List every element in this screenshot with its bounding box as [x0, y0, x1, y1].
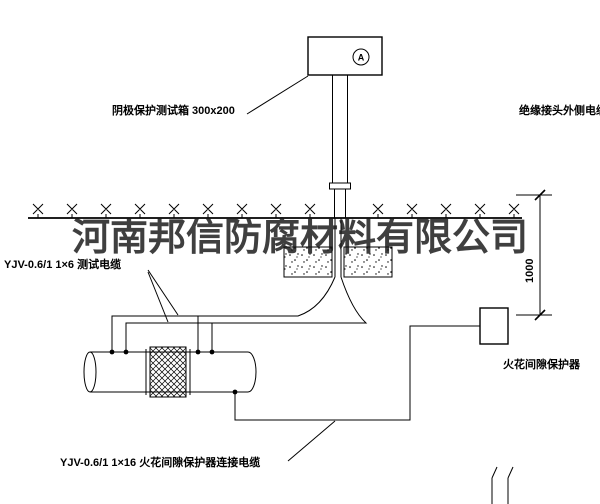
ground-hatch-marks — [32, 203, 520, 218]
test-box: A — [307, 36, 383, 76]
insulating-joint — [149, 346, 187, 398]
company-watermark: 河南邦信防腐材料有限公司 — [71, 217, 529, 259]
foundation-block-right — [343, 246, 393, 278]
protector-connection-cable — [232, 325, 480, 421]
conduit-post — [329, 75, 351, 277]
label-test-box: 阴极保护测试箱 300x200 — [112, 105, 235, 117]
dimension-line-1000 — [516, 189, 552, 321]
leader-test-cable-2 — [147, 271, 169, 323]
ammeter-symbol: A — [352, 48, 370, 66]
ammeter-letter: A — [358, 53, 365, 63]
leader-test-box — [246, 75, 309, 115]
cable-weld-dots — [109, 349, 215, 355]
leader-lines — [147, 75, 336, 462]
pipe-end-cap — [83, 351, 97, 393]
pipe-end-arc — [247, 351, 257, 393]
dimension-text-1000: 1000 — [524, 258, 536, 283]
leader-test-cable-1 — [147, 269, 179, 316]
test-cables — [109, 276, 368, 355]
leader-protector-cable — [287, 420, 336, 462]
concrete-foundations — [283, 246, 393, 278]
label-test-cable: YJV-0.6/1 1×6 测试电缆 — [4, 259, 122, 271]
label-insulated-joint-cable: 绝缘接头外侧电缆 — [519, 105, 600, 117]
pipe-riser-break-symbol — [491, 466, 514, 504]
label-spark-gap-protector: 火花间隙保护器 — [503, 359, 580, 371]
label-protector-cable: YJV-0.6/1 1×16 火花间隙保护器连接电缆 — [60, 457, 261, 469]
spark-gap-protector-box — [479, 307, 509, 345]
pipeline — [83, 346, 257, 398]
foundation-block-left — [283, 246, 333, 278]
